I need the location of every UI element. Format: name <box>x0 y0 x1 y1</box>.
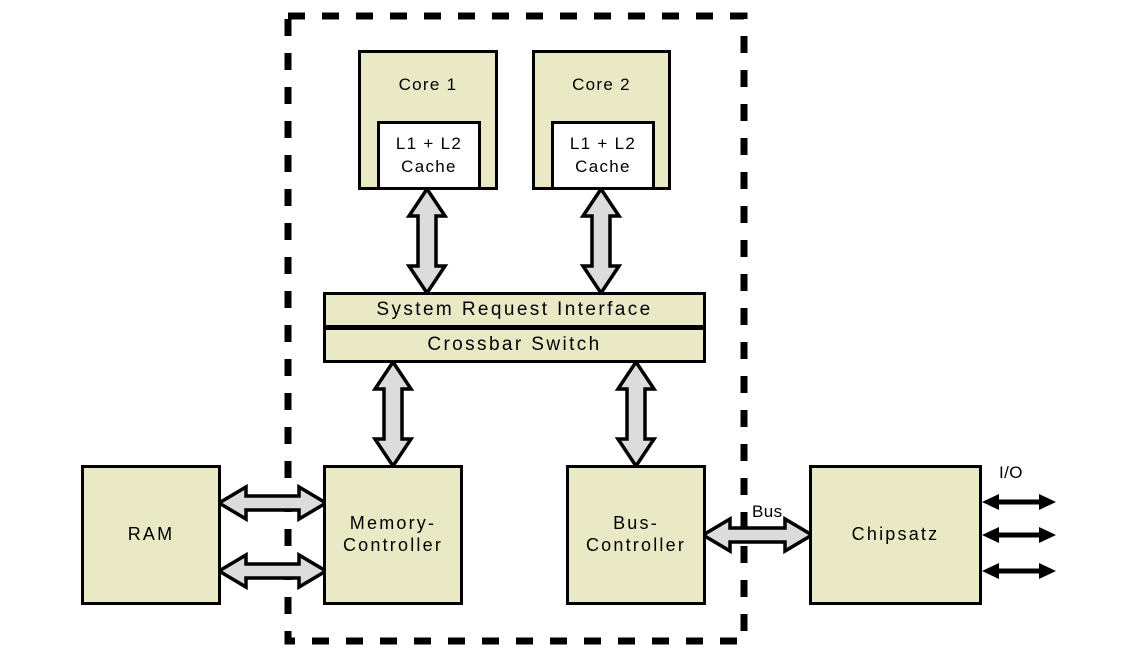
connector-io-line-1 <box>982 494 1056 510</box>
connector-bus-controller-to-chipset <box>699 515 816 555</box>
processor-die-boundary <box>284 12 748 645</box>
connector-label-io: I/O <box>999 463 1023 482</box>
block-label-chipset: Chipsatz <box>851 524 940 545</box>
block-ram[interactable]: RAM <box>81 465 221 605</box>
block-label-ram: RAM <box>127 524 175 545</box>
connector-ram-to-memory-controller-lower <box>215 551 330 591</box>
connector-crossbar-to-memory-controller <box>371 358 415 470</box>
block-label-crossbar-switch: Crossbar Switch <box>427 334 602 356</box>
connector-core1-to-sri <box>405 185 449 297</box>
block-cache-core-1[interactable]: L1 + L2 Cache <box>377 121 481 190</box>
block-label-bus-controller: Bus- Controller <box>585 513 687 555</box>
block-chipset[interactable]: Chipsatz <box>809 465 982 605</box>
block-bus-controller[interactable]: Bus- Controller <box>566 465 706 605</box>
block-crossbar-switch[interactable]: Crossbar Switch <box>323 327 706 363</box>
connector-crossbar-to-bus-controller <box>614 358 658 470</box>
block-label-cache-core-1: L1 + L2 Cache <box>395 134 463 176</box>
block-label-system-request-interface: System Request Interface <box>376 299 653 321</box>
connector-label-bus: Bus <box>752 502 783 521</box>
connector-io-line-2 <box>982 527 1056 543</box>
block-cache-core-2[interactable]: L1 + L2 Cache <box>551 121 655 190</box>
block-memory-controller[interactable]: Memory- Controller <box>323 465 463 605</box>
connector-ram-to-memory-controller-upper <box>215 483 330 523</box>
block-system-request-interface[interactable]: System Request Interface <box>323 292 706 328</box>
block-label-memory-controller: Memory- Controller <box>342 513 444 555</box>
connector-io-line-3 <box>982 563 1056 579</box>
block-label-core-1: Core 1 <box>398 75 458 94</box>
connector-core2-to-sri <box>579 185 623 297</box>
block-label-cache-core-2: L1 + L2 Cache <box>569 134 637 176</box>
block-label-core-2: Core 2 <box>572 75 631 94</box>
